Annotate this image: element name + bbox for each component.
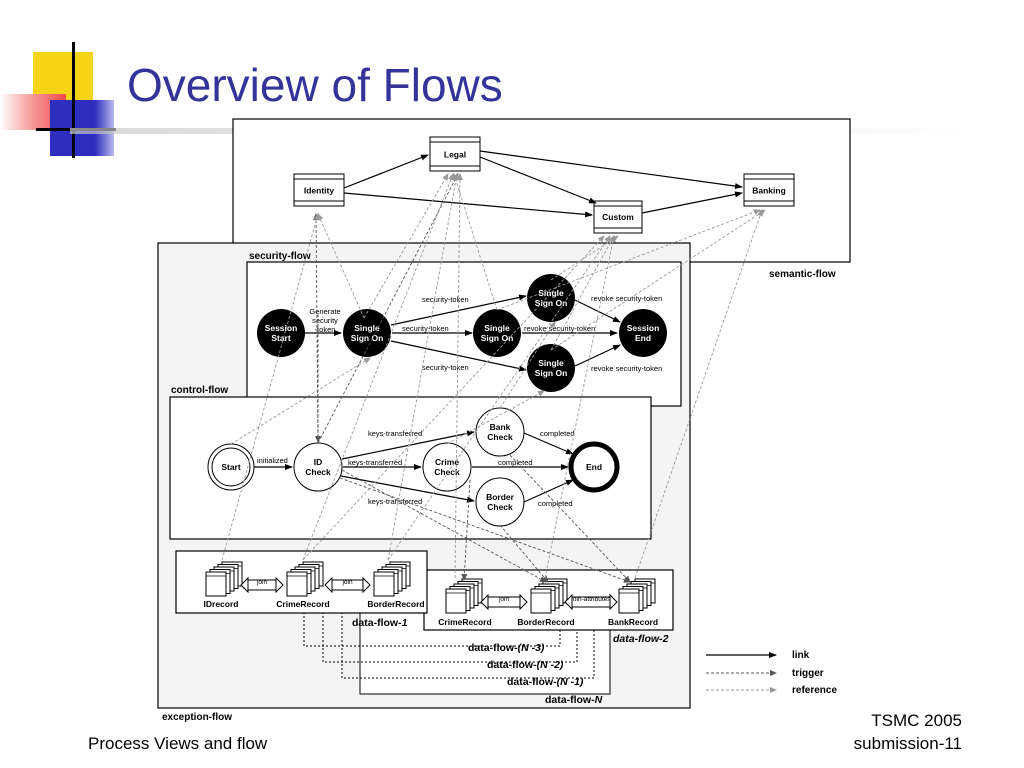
edge-label-revoke-bottom: revoke security-token xyxy=(591,364,662,373)
semantic-node-legal: Legal xyxy=(429,136,481,172)
footer-right-line2: submission-11 xyxy=(853,734,962,753)
join-arrow-2b: join-attributes xyxy=(564,593,618,611)
node-end: End xyxy=(568,441,620,493)
legend-reference-label: reference xyxy=(792,685,837,696)
data-flow-n2-label: data-flow-(N -2) xyxy=(487,659,564,671)
data-flow-n-label: data-flow-N xyxy=(545,694,603,706)
join-arrow-1b-label: join xyxy=(341,579,353,586)
edge-label-token-top: security-token xyxy=(422,295,469,304)
data-flow-2-label: data-flow-2 xyxy=(613,633,669,645)
semantic-node-identity: Identity xyxy=(293,173,345,207)
record-label-bankrecord: BankRecord xyxy=(608,617,658,627)
trigger-lines xyxy=(313,173,631,583)
reference-lines xyxy=(221,173,766,579)
data-flow-n1-label: data-flow-(N -1) xyxy=(507,676,584,688)
deco-vertical-line xyxy=(72,42,75,158)
edge-label-completed-mid: completed xyxy=(498,458,533,467)
control-edges xyxy=(254,430,574,503)
security-flow-label: security-flow xyxy=(249,251,311,262)
record-stack-borderrecord-2 xyxy=(530,578,568,614)
edge-label-token-bottom: security-token xyxy=(422,363,469,372)
edge-label-completed-top: completed xyxy=(540,429,575,438)
semantic-flow-panel: semantic-flow Identity Legal Custom Bank… xyxy=(232,118,851,280)
edge-label-initialized: initialized xyxy=(257,456,288,465)
record-stack-borderrecord-1 xyxy=(373,561,411,597)
join-arrow-1b: join xyxy=(324,576,371,594)
security-flow-panel: security-flow xyxy=(246,251,682,407)
record-stack-crimerecord-1 xyxy=(286,561,324,597)
node-start-label: Start xyxy=(221,462,241,472)
semantic-node-custom: Custom xyxy=(593,200,643,234)
semantic-node-custom-label: Custom xyxy=(602,212,634,222)
exception-flow-label: exception-flow xyxy=(162,712,232,723)
join-arrow-2a-label: join xyxy=(498,596,510,603)
node-end-label: End xyxy=(586,462,602,472)
join-arrow-1a: join xyxy=(240,576,284,594)
record-stack-crimerecord-2 xyxy=(445,578,483,614)
data-flow-1-label: data-flow-1 xyxy=(352,617,408,629)
control-flow-label: control-flow xyxy=(171,385,228,396)
record-label-borderrecord-2: BorderRecord xyxy=(517,617,574,627)
record-label-idrecord: IDrecord xyxy=(204,599,239,609)
edge-label-keys-bottom: keys-transferred xyxy=(368,497,422,506)
legend-reference: reference xyxy=(706,685,837,696)
semantic-links xyxy=(343,150,743,218)
join-arrow-2a: join xyxy=(480,593,528,611)
node-start: Start xyxy=(207,443,255,491)
legend-link-label: link xyxy=(792,650,810,661)
join-arrow-1a-label: join xyxy=(256,579,268,586)
semantic-flow-label: semantic-flow xyxy=(769,269,836,280)
record-stack-idrecord xyxy=(205,561,243,597)
edge-label-revoke-top: revoke security-token xyxy=(591,294,662,303)
edge-label-keys-top: keys-transferred xyxy=(368,429,422,438)
semantic-node-identity-label: Identity xyxy=(304,186,334,196)
record-label-crimerecord-2: CrimeRecord xyxy=(438,617,491,627)
edge-label-token-mid: security-token xyxy=(402,324,449,333)
record-label-crimerecord-1: CrimeRecord xyxy=(276,599,329,609)
footer-left: Process Views and flow xyxy=(88,734,268,753)
record-stack-bankrecord xyxy=(618,578,656,614)
join-arrow-2b-label: join-attributes xyxy=(570,596,611,603)
legend-trigger: trigger xyxy=(706,668,824,679)
semantic-node-banking: Banking xyxy=(743,173,795,207)
security-edges xyxy=(305,294,621,372)
semantic-node-banking-label: Banking xyxy=(752,186,786,196)
legend-link: link xyxy=(706,650,810,661)
edge-label-keys-mid: keys-transferred xyxy=(348,458,402,467)
page-title: Overview of Flows xyxy=(127,59,503,111)
legend-trigger-label: trigger xyxy=(792,668,824,679)
legend: link trigger reference xyxy=(706,650,837,696)
footer-right-line1: TSMC 2005 xyxy=(871,711,962,730)
data-flow-n3-label: data-flow-(N -3) xyxy=(468,642,545,654)
semantic-node-legal-label: Legal xyxy=(444,150,466,160)
record-label-borderrecord-1: BorderRecord xyxy=(367,599,424,609)
edge-label-revoke-mid: revoke security-token xyxy=(524,324,595,333)
